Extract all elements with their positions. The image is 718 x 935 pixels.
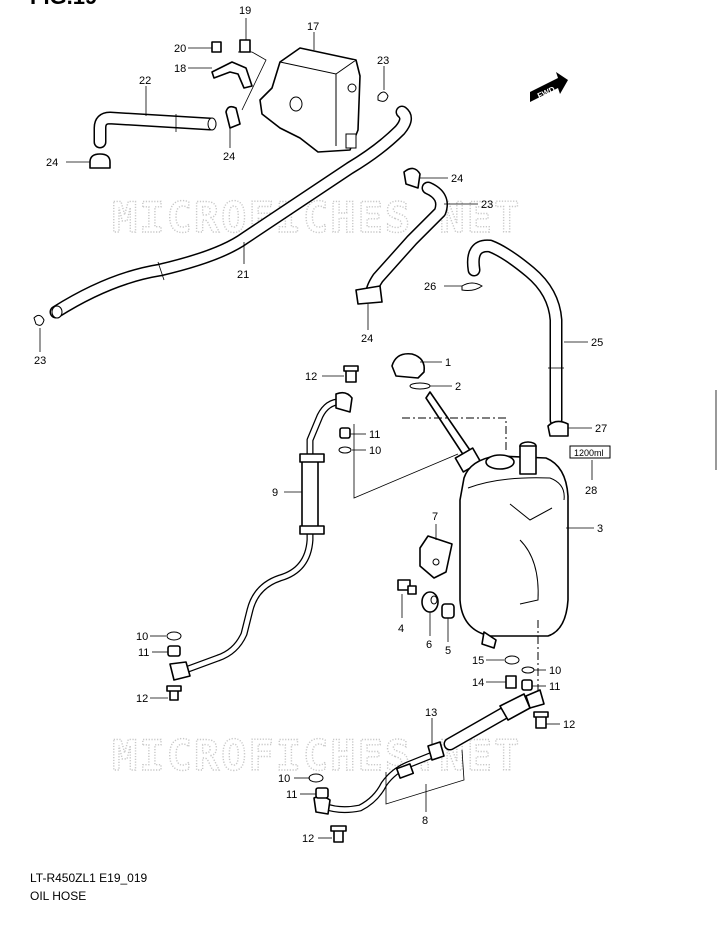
- callout-2: 2: [455, 381, 461, 393]
- part-6-grommet: [421, 591, 439, 613]
- part-19-bolt: [211, 41, 222, 53]
- callout-4: 4: [398, 623, 404, 635]
- callout-28: 28: [585, 485, 597, 497]
- part-17-bracket: [211, 61, 253, 89]
- callout-19: 20: [174, 43, 186, 55]
- callout-24-left: 24: [46, 157, 58, 169]
- part-21-hose: [93, 111, 217, 149]
- part-10-washer-top: [338, 446, 352, 454]
- callout-10-bottom: 10: [278, 773, 290, 785]
- part-20-hose: [49, 105, 412, 319]
- part-1-cap: [391, 352, 426, 379]
- callout-18: 19: [239, 5, 251, 17]
- callout-10-right: 10: [549, 665, 561, 677]
- part-12-bolt-left: [166, 685, 182, 701]
- callout-23-top: 23: [377, 55, 389, 67]
- part-15-washer: [504, 655, 520, 665]
- part-10-washer-right: [521, 666, 535, 674]
- part-24-clamp-d: [355, 285, 383, 305]
- part-23-clip-b: [33, 314, 45, 326]
- part-26-clip: [461, 282, 483, 291]
- part-28-label: 1200ml: [569, 445, 611, 459]
- callout-10-left: 10: [136, 631, 148, 643]
- callout-6: 6: [426, 639, 432, 651]
- callout-13: 13: [425, 707, 437, 719]
- callouts: 17 19 20 18 22 23 24 24 24 23 21 24 23 2…: [34, 5, 607, 845]
- callout-12-left: 12: [136, 693, 148, 705]
- callout-12-right: 12: [563, 719, 575, 731]
- callout-24-right: 24: [451, 173, 463, 185]
- model-code: LT-R450ZL1 E19_019: [30, 871, 148, 885]
- callout-26: 26: [424, 281, 436, 293]
- leader-lines: [39, 18, 594, 839]
- callout-11-top: 11: [369, 429, 380, 441]
- part-23-clip-a: [377, 91, 389, 102]
- part-9-pipe: [169, 391, 353, 681]
- callout-1: 1: [445, 357, 451, 369]
- fwd-arrow-icon: FWD: [530, 72, 568, 102]
- callout-11-left: 11: [138, 647, 149, 659]
- callout-23-left: 23: [34, 355, 46, 367]
- callout-15: 15: [472, 655, 484, 667]
- callout-14: 14: [472, 677, 484, 689]
- figure-label: FIG.19: [30, 0, 97, 9]
- part-5-collar: [441, 603, 455, 619]
- part-14-bolt: [505, 675, 517, 689]
- callout-5: 5: [445, 645, 451, 657]
- assembly-guides: [353, 417, 539, 694]
- callout-22: 23: [481, 199, 493, 211]
- callout-11-right: 11: [549, 681, 560, 693]
- fwd-label: FWD: [536, 85, 557, 101]
- part-11-collar-right: [521, 679, 533, 691]
- part-18-bolt: [238, 39, 252, 53]
- callout-27: 27: [595, 423, 607, 435]
- part-24-clamp-a: [89, 153, 111, 169]
- part-8-pipe: [313, 689, 545, 815]
- part-2-o-ring: [409, 382, 431, 390]
- part-16-oil-separator: [259, 47, 361, 153]
- bottle-capacity-label: 1200ml: [574, 448, 604, 458]
- part-3-oil-tank: [459, 441, 569, 649]
- part-24-clamp-c: [403, 167, 421, 189]
- part-4-bolt: [397, 579, 417, 595]
- part-24-clamp-b: [225, 105, 241, 129]
- callout-24-lower: 24: [361, 333, 373, 345]
- callout-25: 25: [591, 337, 603, 349]
- part-11-collar-bottom: [315, 787, 329, 799]
- callout-16: 17: [307, 21, 319, 33]
- callout-24-mid: 24: [223, 151, 235, 163]
- callout-11-bottom: 11: [286, 789, 297, 801]
- callout-12-bottom: 12: [302, 833, 314, 845]
- part-27-clamp: [547, 420, 569, 437]
- part-10-washer-bottom: [308, 773, 324, 783]
- callout-17: 18: [174, 63, 186, 75]
- part-11-collar-top: [339, 427, 351, 439]
- part-11-collar-left: [167, 645, 181, 657]
- callout-7: 7: [432, 511, 438, 523]
- callout-20: 21: [237, 269, 249, 281]
- callout-8: 8: [422, 815, 428, 827]
- part-25-hose: [466, 239, 564, 427]
- callout-9: 9: [272, 487, 278, 499]
- part-12-bolt-top: [343, 365, 359, 383]
- callout-3: 3: [597, 523, 603, 535]
- dipstick-tube: [425, 391, 482, 473]
- watermark-top: MICROFICHES.NET: [112, 193, 521, 242]
- callout-12-top: 12: [305, 371, 317, 383]
- callout-10-top: 10: [369, 445, 381, 457]
- part-12-bolt-right: [533, 711, 549, 729]
- part-10-washer-left: [166, 631, 182, 641]
- callout-21: 22: [139, 75, 151, 87]
- part-12-bolt-bottom: [330, 825, 347, 843]
- part-13-clamp: [427, 741, 445, 761]
- diagram-title: OIL HOSE: [30, 889, 86, 903]
- part-7-bracket: [419, 535, 453, 579]
